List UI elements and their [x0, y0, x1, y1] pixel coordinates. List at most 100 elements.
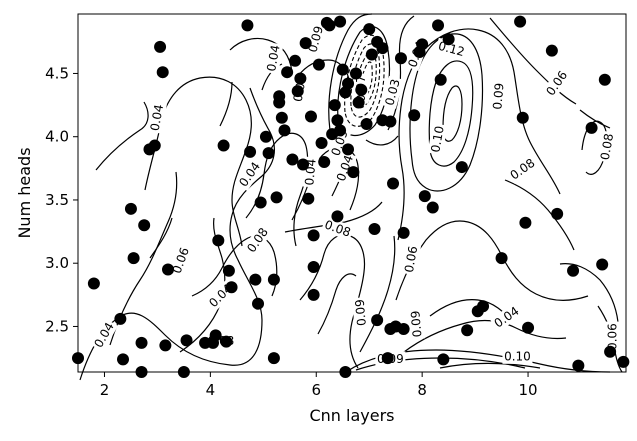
contour-label: 0.06 [604, 321, 620, 352]
contour-label: 0.06 [401, 243, 422, 276]
data-point [387, 177, 400, 190]
data-point [148, 139, 161, 152]
data-point [352, 96, 365, 109]
data-point [336, 63, 349, 76]
data-point [217, 139, 230, 152]
data-point [241, 19, 254, 32]
data-point [434, 73, 447, 86]
y-tick-label: 3.0 [45, 254, 69, 272]
contour-line [149, 217, 173, 259]
data-point [516, 111, 529, 124]
x-axis-title: Cnn layers [309, 406, 394, 425]
contour-label-bg [502, 348, 533, 364]
contour-line [109, 171, 178, 346]
data-point [551, 207, 564, 220]
contour-label-text: 0.08 [598, 132, 616, 161]
contour-label-text: 0.03 [382, 78, 402, 107]
data-point [124, 202, 137, 215]
contour-label-bg [489, 302, 524, 332]
contour-label-text: 0.10 [504, 349, 531, 363]
contour-label-text: 0.04 [148, 103, 166, 132]
contour-line [579, 109, 611, 129]
contour-line [439, 362, 541, 369]
contour-label-text: 0.09 [306, 24, 326, 53]
data-point [567, 264, 580, 277]
contour-label-text: 0.09 [408, 310, 424, 338]
contour-line [245, 132, 309, 247]
contour-label: 0.03 [381, 75, 404, 109]
contour-label-text: 0.09 [490, 82, 506, 110]
x-tick-label: 2 [100, 381, 110, 399]
data-point [545, 44, 558, 57]
contour-line [95, 101, 149, 171]
data-point [514, 15, 527, 28]
contour-label-bg [351, 296, 370, 329]
data-point [368, 223, 381, 236]
contour-line [191, 235, 278, 297]
data-point [244, 145, 257, 158]
data-point [135, 336, 148, 349]
data-point [156, 66, 169, 79]
contour-label: 0.08 [505, 154, 540, 184]
data-point [408, 109, 421, 122]
contour-label: 0.10 [502, 348, 533, 364]
contour-label-text: 0.06 [402, 245, 420, 274]
contour-label-text: 0.12 [437, 39, 466, 59]
data-point [461, 324, 474, 337]
contour-label-bg [242, 223, 273, 257]
contour-line [229, 37, 293, 73]
contour-label-bg [427, 123, 448, 156]
y-axis-title: Num heads [15, 147, 34, 238]
contour-line [489, 17, 577, 105]
data-point [416, 38, 429, 51]
data-point [154, 40, 167, 53]
data-point [328, 99, 341, 112]
data-point [304, 110, 317, 123]
contour-label: 0.04 [234, 157, 265, 191]
contour-label: 0.09 [407, 308, 426, 340]
data-point [397, 226, 410, 239]
data-point [222, 264, 235, 277]
contour-label-text: 0.04 [264, 44, 282, 73]
data-point [349, 67, 362, 80]
data-point [254, 196, 267, 209]
data-point [426, 201, 439, 214]
contour-line [284, 201, 383, 233]
data-point [127, 252, 140, 265]
data-point [331, 210, 344, 223]
data-point [376, 42, 389, 55]
data-point [267, 352, 280, 365]
data-point [596, 258, 609, 271]
data-point [162, 263, 175, 276]
contour-label-bg [401, 243, 422, 276]
y-tick-label: 3.5 [45, 191, 69, 209]
data-point [220, 335, 233, 348]
data-point [342, 77, 355, 90]
contour-label-bg [168, 243, 193, 278]
data-point [278, 124, 291, 137]
contour-label: 0.04 [263, 42, 284, 75]
data-point [302, 192, 315, 205]
contour-line [442, 85, 463, 142]
data-point [455, 161, 468, 174]
data-point [212, 234, 225, 247]
data-point [585, 121, 598, 134]
data-point [297, 158, 310, 171]
data-point [522, 321, 535, 334]
contour-line [365, 135, 399, 146]
data-point [294, 72, 307, 85]
contour-label-bg [542, 66, 572, 100]
data-point [598, 73, 611, 86]
data-point [363, 23, 376, 36]
contour-label: 0.04 [489, 302, 524, 332]
data-point [355, 83, 368, 96]
contour-label: 0.09 [351, 296, 370, 329]
data-point [249, 273, 262, 286]
contour-label: 0.10 [427, 123, 448, 156]
y-tick-label: 2.5 [45, 317, 69, 335]
data-point [262, 147, 275, 160]
contour-label-bg [407, 308, 426, 340]
contour-label: 0.12 [434, 37, 468, 61]
data-point [312, 58, 325, 71]
contour-label-bg [234, 157, 265, 191]
